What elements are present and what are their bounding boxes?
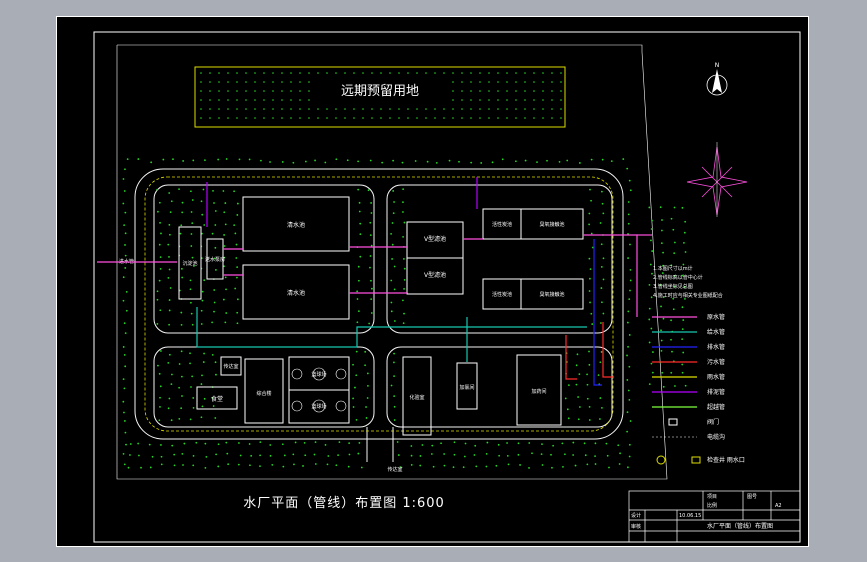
label-court-a: 篮球场 [311,371,326,378]
tb-name: 水厂平面（管线）布置图 [707,522,773,530]
tb-scale: 比例 [707,502,717,509]
label-dose: 加氯间 [459,384,474,391]
reserve-area-label: 远期预留用地 [341,84,419,99]
label-gate-house: 传达室 [223,363,238,370]
title-block [628,490,801,543]
label-filter-b: V型滤池 [424,271,446,279]
legend-item: 污水管 [652,358,725,366]
tb-sheet: A2 [775,503,782,509]
tb-date: 10.06.15 [679,513,701,519]
note-line: 1.本图尺寸以m计 [653,265,693,272]
building-tank-top [242,196,350,252]
legend-item: 给水管 [652,328,725,336]
legend-item: 阀门 [668,418,719,426]
note-line: 4.施工时应与相关专业图纸配合 [653,292,723,299]
reserve-area [194,66,566,128]
north-label: N [715,62,720,69]
note-line: 2.管线标高以管中心计 [653,274,703,281]
legend-label: 电缆沟 [707,433,725,441]
north-arrow-icon: N [706,62,728,96]
label-tank-bottom: 清水池 [287,289,305,297]
label-gate: 传达室 [387,466,402,473]
label-ozone-b: 臭氧接触池 [539,291,564,298]
label-pump: 送水泵房 [205,256,225,263]
legend-label: 污水管 [707,358,725,366]
rain-pipe-loop [144,176,614,432]
legend-item: 排水管 [652,343,725,351]
label-tank-top: 清水池 [287,221,305,229]
legend-label: 超越管 [707,403,725,411]
court-markings [291,367,347,413]
legend-item: 原水管 [652,313,725,321]
design-notes: 1.本图尺寸以m计 2.管线标高以管中心计 3.管线坐标见总图 4.施工时应与相关专业… [653,265,723,299]
reserve-trees [200,72,562,119]
legend-label: 雨水管 [707,373,725,381]
label-court-b: 篮球场 [311,403,326,410]
note-line: 3.管线坐标见总图 [653,283,693,290]
label-lab: 化验室 [409,394,424,401]
legend-item: 雨水管 [652,373,725,381]
inner-border [93,31,801,543]
tb-drawing-no: 图号 [747,494,757,500]
legend-label: 排水管 [707,343,725,351]
legend-item: 排泥管 [652,388,725,396]
wind-rose-icon [686,142,748,217]
road-network [134,168,624,462]
label-ozone-a: 臭氧接触池 [539,221,564,228]
label-filter-a: V型滤池 [424,235,446,243]
legend-item: 电缆沟 [652,433,725,441]
drawing-canvas: 远期预留用地 [56,16,809,547]
label-adsorb-b: 活性炭池 [492,291,512,298]
site-trees [122,158,687,469]
tb-checker: 审核 [631,523,641,530]
legend-label: 阀门 [707,418,719,426]
legend-label: 检查井 雨水口 [707,456,745,464]
tb-designer: 设计 [631,512,641,519]
label-sed: 沉淀池 [182,260,197,267]
drawing-title: 水厂平面（管线）布置图 1:600 [243,496,445,511]
label-plant: 综合楼 [256,390,271,397]
legend-item: 检查井 雨水口 [656,455,745,465]
label-canteen: 食堂 [211,395,223,403]
tb-project: 项目 [707,494,717,500]
pipelines [97,177,652,386]
building-pump [206,238,224,280]
buildings [178,196,584,436]
site-boundary [116,44,668,480]
legend-label: 给水管 [707,328,725,336]
label-adsorb-a: 活性炭池 [492,221,512,228]
plan-drawing: 远期预留用地 [93,31,801,543]
legend-label: 排泥管 [707,388,725,396]
label-chem: 加药间 [531,388,546,395]
legend-label: 原水管 [707,313,725,321]
legend-item: 超越管 [652,403,725,411]
building-tank-bottom [242,264,350,320]
